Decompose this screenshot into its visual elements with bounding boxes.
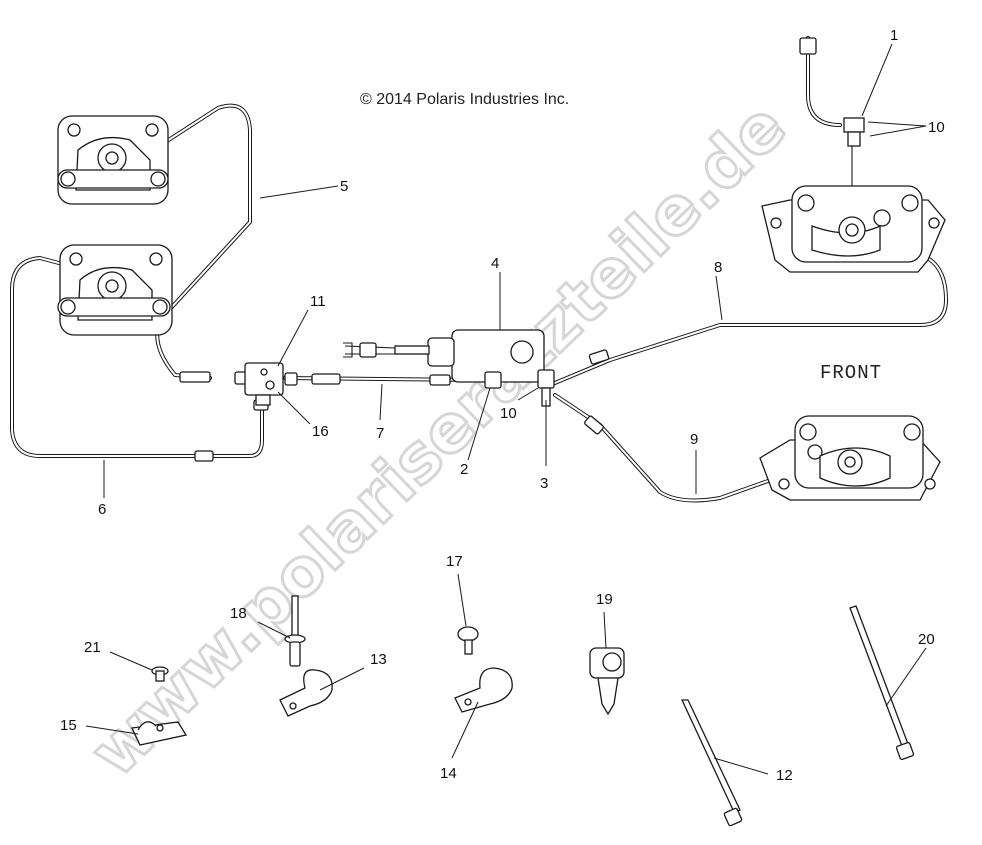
callout-11: 11 (310, 293, 326, 310)
front-lower-caliper (759, 415, 941, 501)
copyright-text: © 2014 Polaris Industries Inc. (360, 91, 569, 108)
callout-18: 18 (230, 605, 247, 622)
callout-2: 2 (460, 461, 468, 478)
cable-tie-12 (680, 699, 743, 827)
callout-16: 16 (312, 423, 329, 440)
clip-15 (131, 721, 188, 746)
callout-5: 5 (340, 178, 348, 195)
callout-15: 15 (60, 717, 77, 734)
callout-10-top: 10 (928, 119, 945, 136)
callout-12: 12 (776, 767, 793, 784)
rear-lower-caliper (57, 244, 173, 336)
callout-1: 1 (890, 27, 898, 44)
callout-6: 6 (98, 501, 106, 518)
brake-junction-block (244, 362, 284, 406)
clamp-14 (454, 667, 513, 713)
master-cylinder (343, 329, 555, 407)
front-label: FRONT (820, 362, 882, 384)
callout-3: 3 (540, 475, 548, 492)
callout-numbers: 1 10 5 4 8 11 10 16 7 9 2 3 6 17 19 18 2… (60, 27, 945, 784)
callout-10-mid: 10 (500, 405, 517, 422)
callout-8: 8 (714, 259, 722, 276)
bolt-17 (457, 626, 479, 655)
rivet-18 (284, 595, 306, 667)
callout-19: 19 (596, 591, 613, 608)
cable-tie-20 (849, 605, 915, 761)
callout-17: 17 (446, 553, 463, 570)
callout-7: 7 (376, 425, 384, 442)
clip-19 (589, 647, 625, 716)
rear-upper-caliper (57, 115, 169, 205)
clamp-13 (279, 669, 333, 717)
callout-9: 9 (690, 431, 698, 448)
hose-fittings (179, 37, 880, 476)
callout-4: 4 (491, 255, 499, 272)
callout-20: 20 (918, 631, 935, 648)
callout-21: 21 (84, 639, 101, 656)
screw-21 (151, 666, 169, 682)
callout-13: 13 (370, 651, 387, 668)
brake-hoses (10, 36, 948, 503)
callout-14: 14 (440, 765, 457, 782)
leader-lines (85, 43, 927, 775)
front-upper-caliper (761, 117, 946, 273)
